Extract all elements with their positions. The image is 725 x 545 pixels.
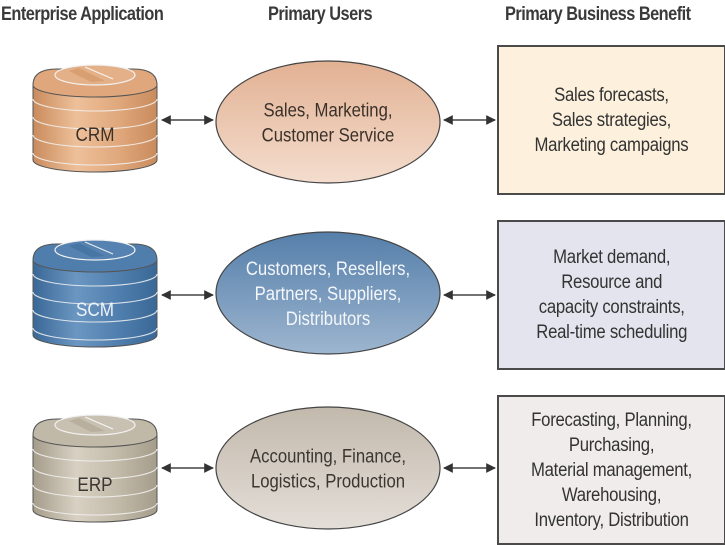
users-line: Partners, Suppliers, — [255, 283, 402, 304]
application-label-erp: ERP — [77, 474, 112, 495]
users-line: Sales, Marketing, — [263, 100, 392, 121]
database-cylinder-erp: ERP — [32, 414, 158, 523]
benefit-line: capacity constraints, — [538, 297, 685, 318]
benefit-line: Sales strategies, — [551, 109, 672, 131]
column-header-primary-users: Primary Users — [268, 4, 373, 25]
benefit-line: Marketing campaigns — [534, 134, 689, 156]
benefit-line: Inventory, Distribution — [534, 509, 689, 531]
benefit-line: Sales forecasts, — [554, 84, 669, 106]
benefit-line: Warehousing, — [561, 484, 662, 506]
database-cylinder-crm: CRM — [32, 64, 158, 173]
benefit-text-erp: Forecasting, Planning, Purchasing, Materia… — [531, 408, 692, 533]
benefit-box-erp: Forecasting, Planning, Purchasing, Materia… — [497, 395, 725, 545]
benefit-text-crm: Sales forecasts, Sales strategies, Marketi… — [535, 83, 689, 158]
users-line: Logistics, Production — [251, 471, 405, 492]
column-header-enterprise-application: Enterprise Application — [1, 4, 164, 25]
benefit-box-scm: Market demand, Resource and capacity const… — [497, 220, 725, 370]
users-line: Customers, Resellers, — [246, 258, 410, 279]
application-label-scm: SCM — [76, 299, 114, 320]
benefit-line: Resource and — [561, 272, 662, 293]
database-cylinder-scm: SCM — [32, 239, 158, 348]
benefit-line: Material management, — [530, 459, 693, 481]
benefit-box-crm: Sales forecasts, Sales strategies, Marketi… — [497, 45, 725, 195]
users-line: Accounting, Finance, — [250, 446, 406, 467]
benefit-text-scm: Market demand, Resource and capacity const… — [536, 245, 687, 345]
users-line: Distributors — [286, 308, 371, 329]
benefit-line: Purchasing, — [568, 434, 655, 456]
application-label-crm: CRM — [76, 124, 115, 145]
users-ellipse-erp: Accounting, Finance, Logistics, Productio… — [215, 406, 441, 530]
users-line: Customer Service — [262, 125, 395, 146]
benefit-line: Real-time scheduling — [536, 322, 687, 343]
users-ellipse-crm: Sales, Marketing, Customer Service — [215, 60, 441, 184]
column-header-primary-business-benefit: Primary Business Benefit — [505, 4, 691, 25]
users-ellipse-scm: Customers, Resellers, Partners, Suppliers… — [215, 231, 441, 355]
benefit-line: Forecasting, Planning, — [531, 409, 692, 431]
benefit-line: Market demand, — [552, 247, 671, 268]
